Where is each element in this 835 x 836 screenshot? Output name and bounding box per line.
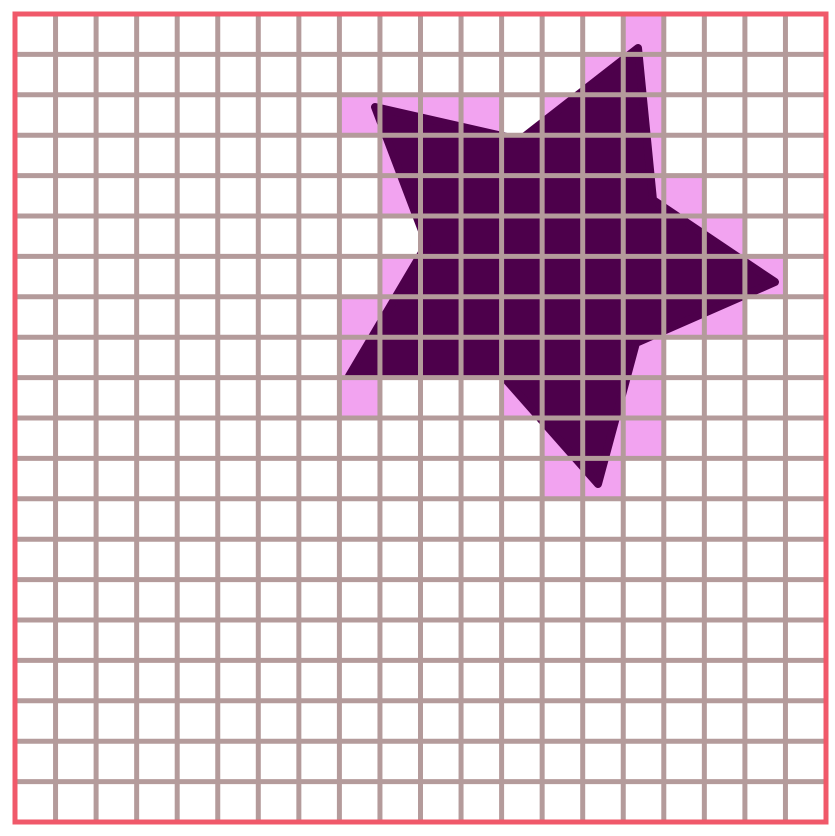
- grid-lines: [15, 14, 826, 822]
- highlighted-cell: [623, 418, 664, 459]
- highlighted-cell: [339, 377, 380, 418]
- highlighted-cell: [339, 94, 380, 136]
- highlighted-cell: [623, 14, 664, 55]
- highlighted-cell: [623, 377, 664, 418]
- outer-border: [12, 11, 829, 825]
- star-shape: [345, 44, 779, 488]
- highlighted-cell: [542, 458, 583, 499]
